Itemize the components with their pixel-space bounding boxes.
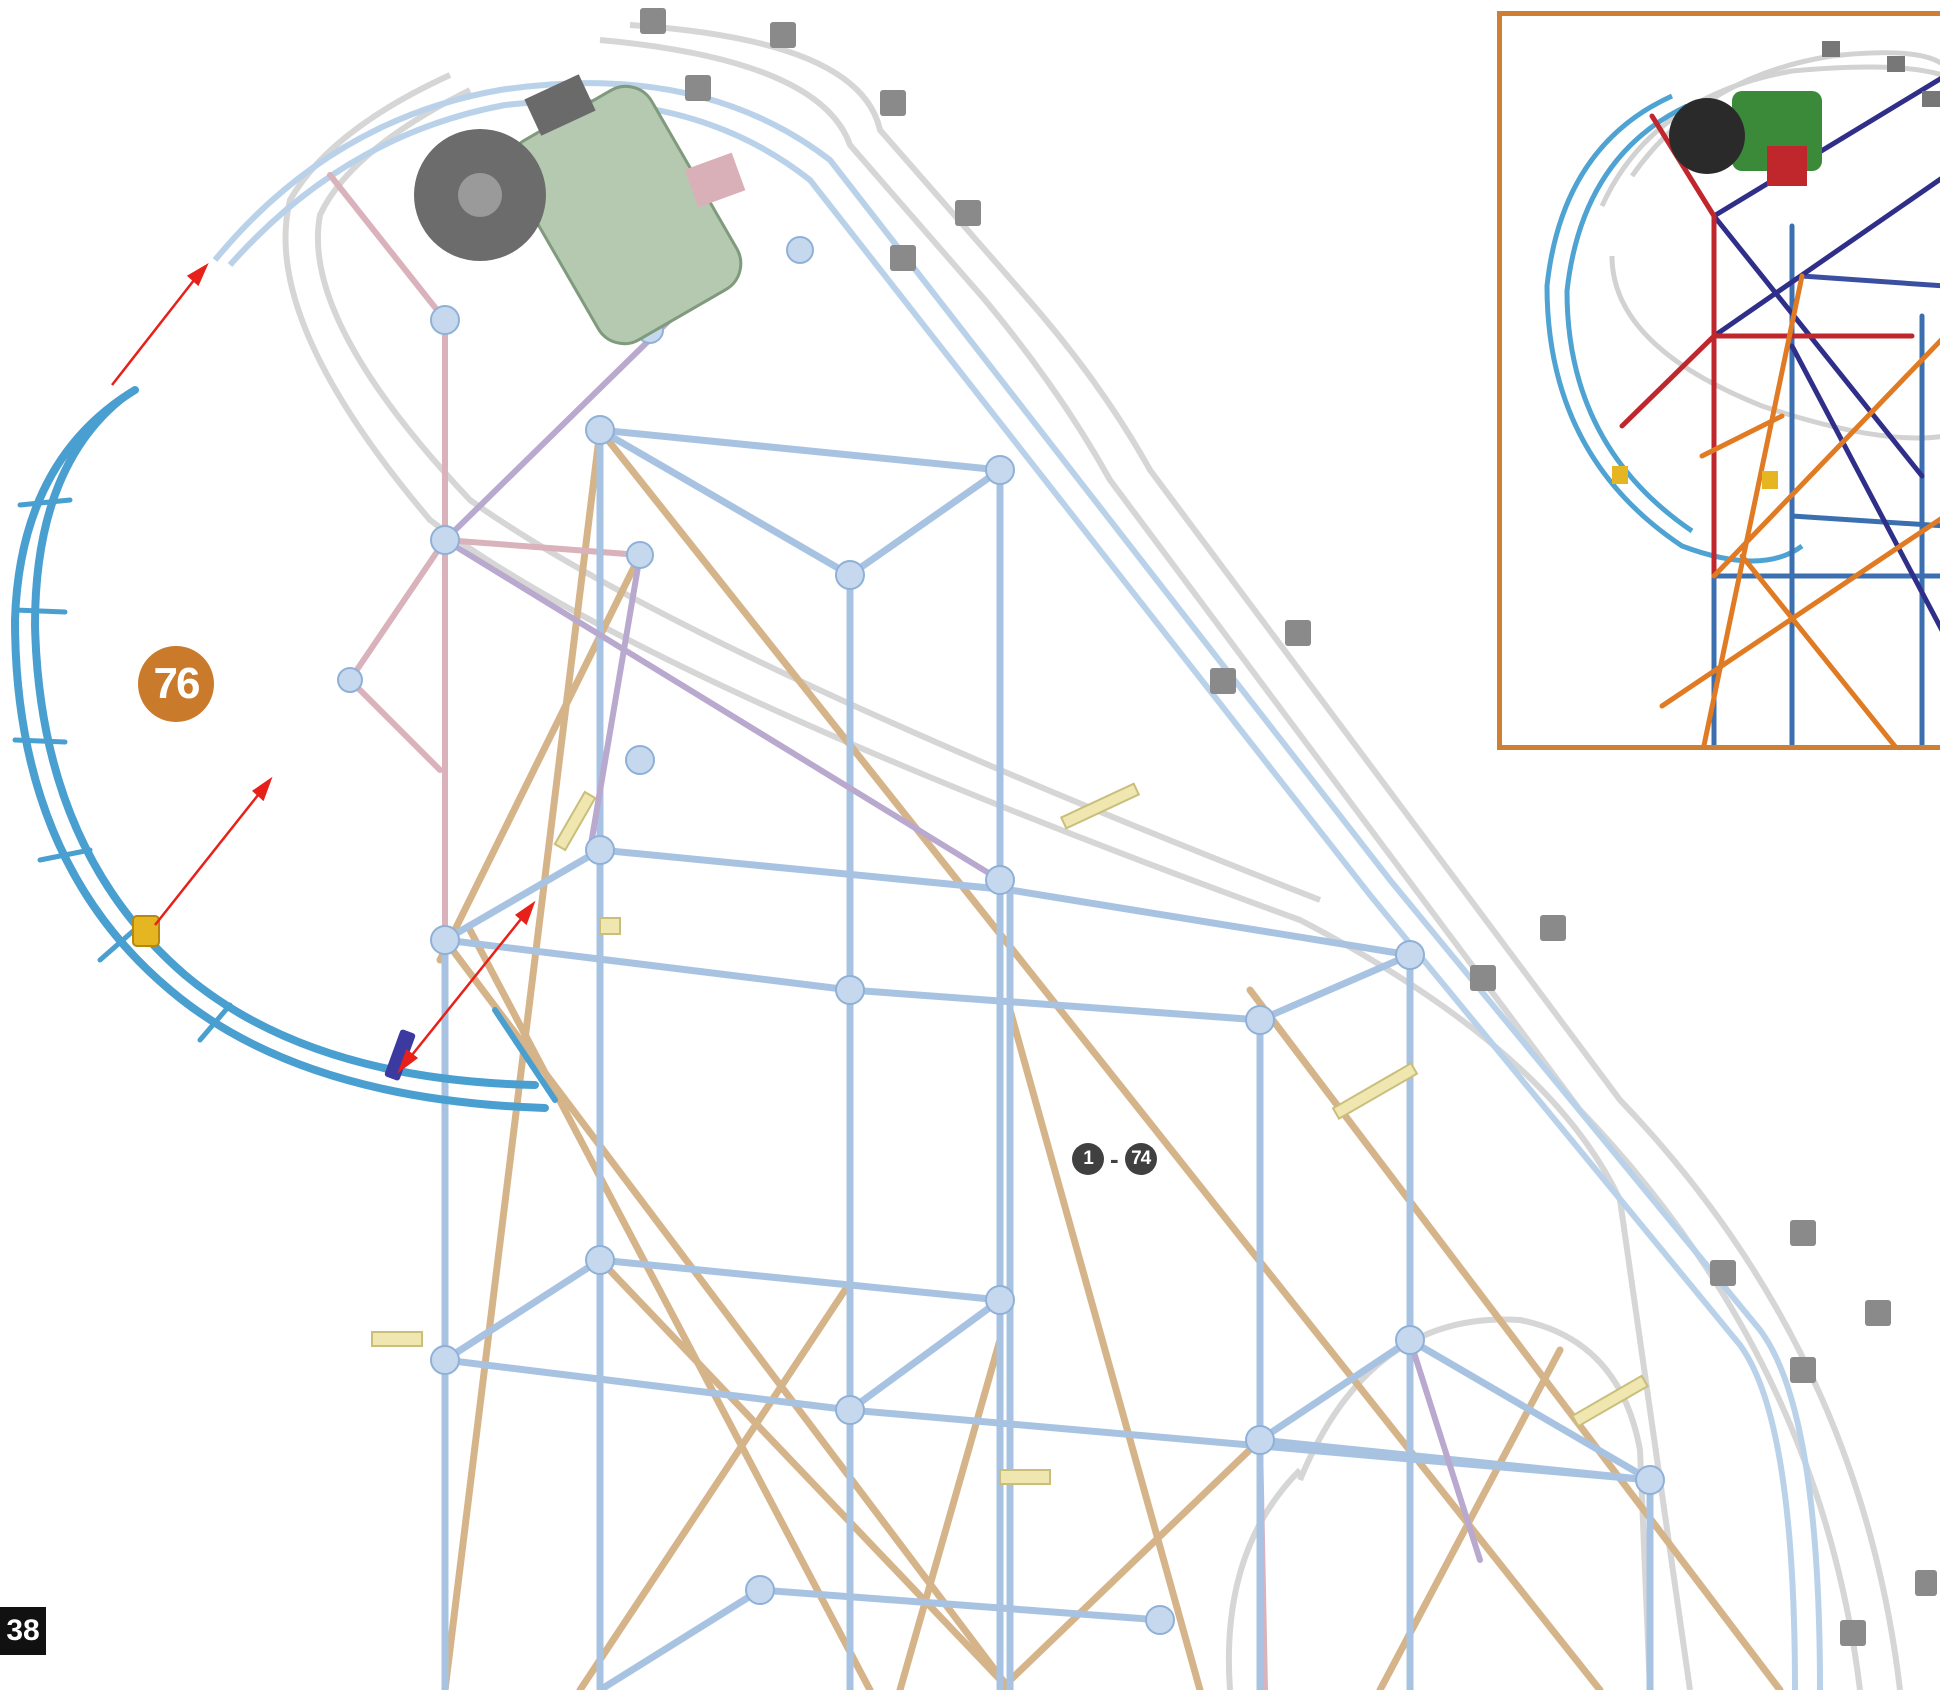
ghost-track: [282, 22, 1903, 1690]
range-dash: -: [1110, 1143, 1119, 1174]
inset-motor: [1669, 91, 1822, 186]
frame-pink: [327, 172, 1268, 1690]
track-clips: [640, 8, 1937, 1646]
overview-inset: [1497, 11, 1940, 750]
new-loop-connector-yellow: [132, 915, 160, 947]
page-number: 38: [0, 1607, 46, 1655]
range-start-badge: 1: [1072, 1143, 1104, 1175]
frame-blue: [441, 426, 1654, 1690]
motor-gear-assembly: [414, 74, 746, 346]
attachment-arrows: [111, 262, 536, 1074]
connector-hubs: [337, 236, 1665, 1635]
new-loop-track: [10, 386, 558, 1112]
gear-icon: [414, 129, 546, 261]
new-loop-connector-purple: [384, 1029, 416, 1081]
overview-inset-drawing: [1544, 41, 1940, 745]
range-end-badge: 74: [1124, 1143, 1157, 1175]
frame-purple: [442, 307, 1483, 1563]
accessory-parts: [371, 782, 1650, 1485]
prior-steps-range: 1 - 74: [1072, 1143, 1157, 1175]
step-number-badge: 76: [138, 646, 214, 722]
loop-track-ties: [12, 497, 233, 1043]
